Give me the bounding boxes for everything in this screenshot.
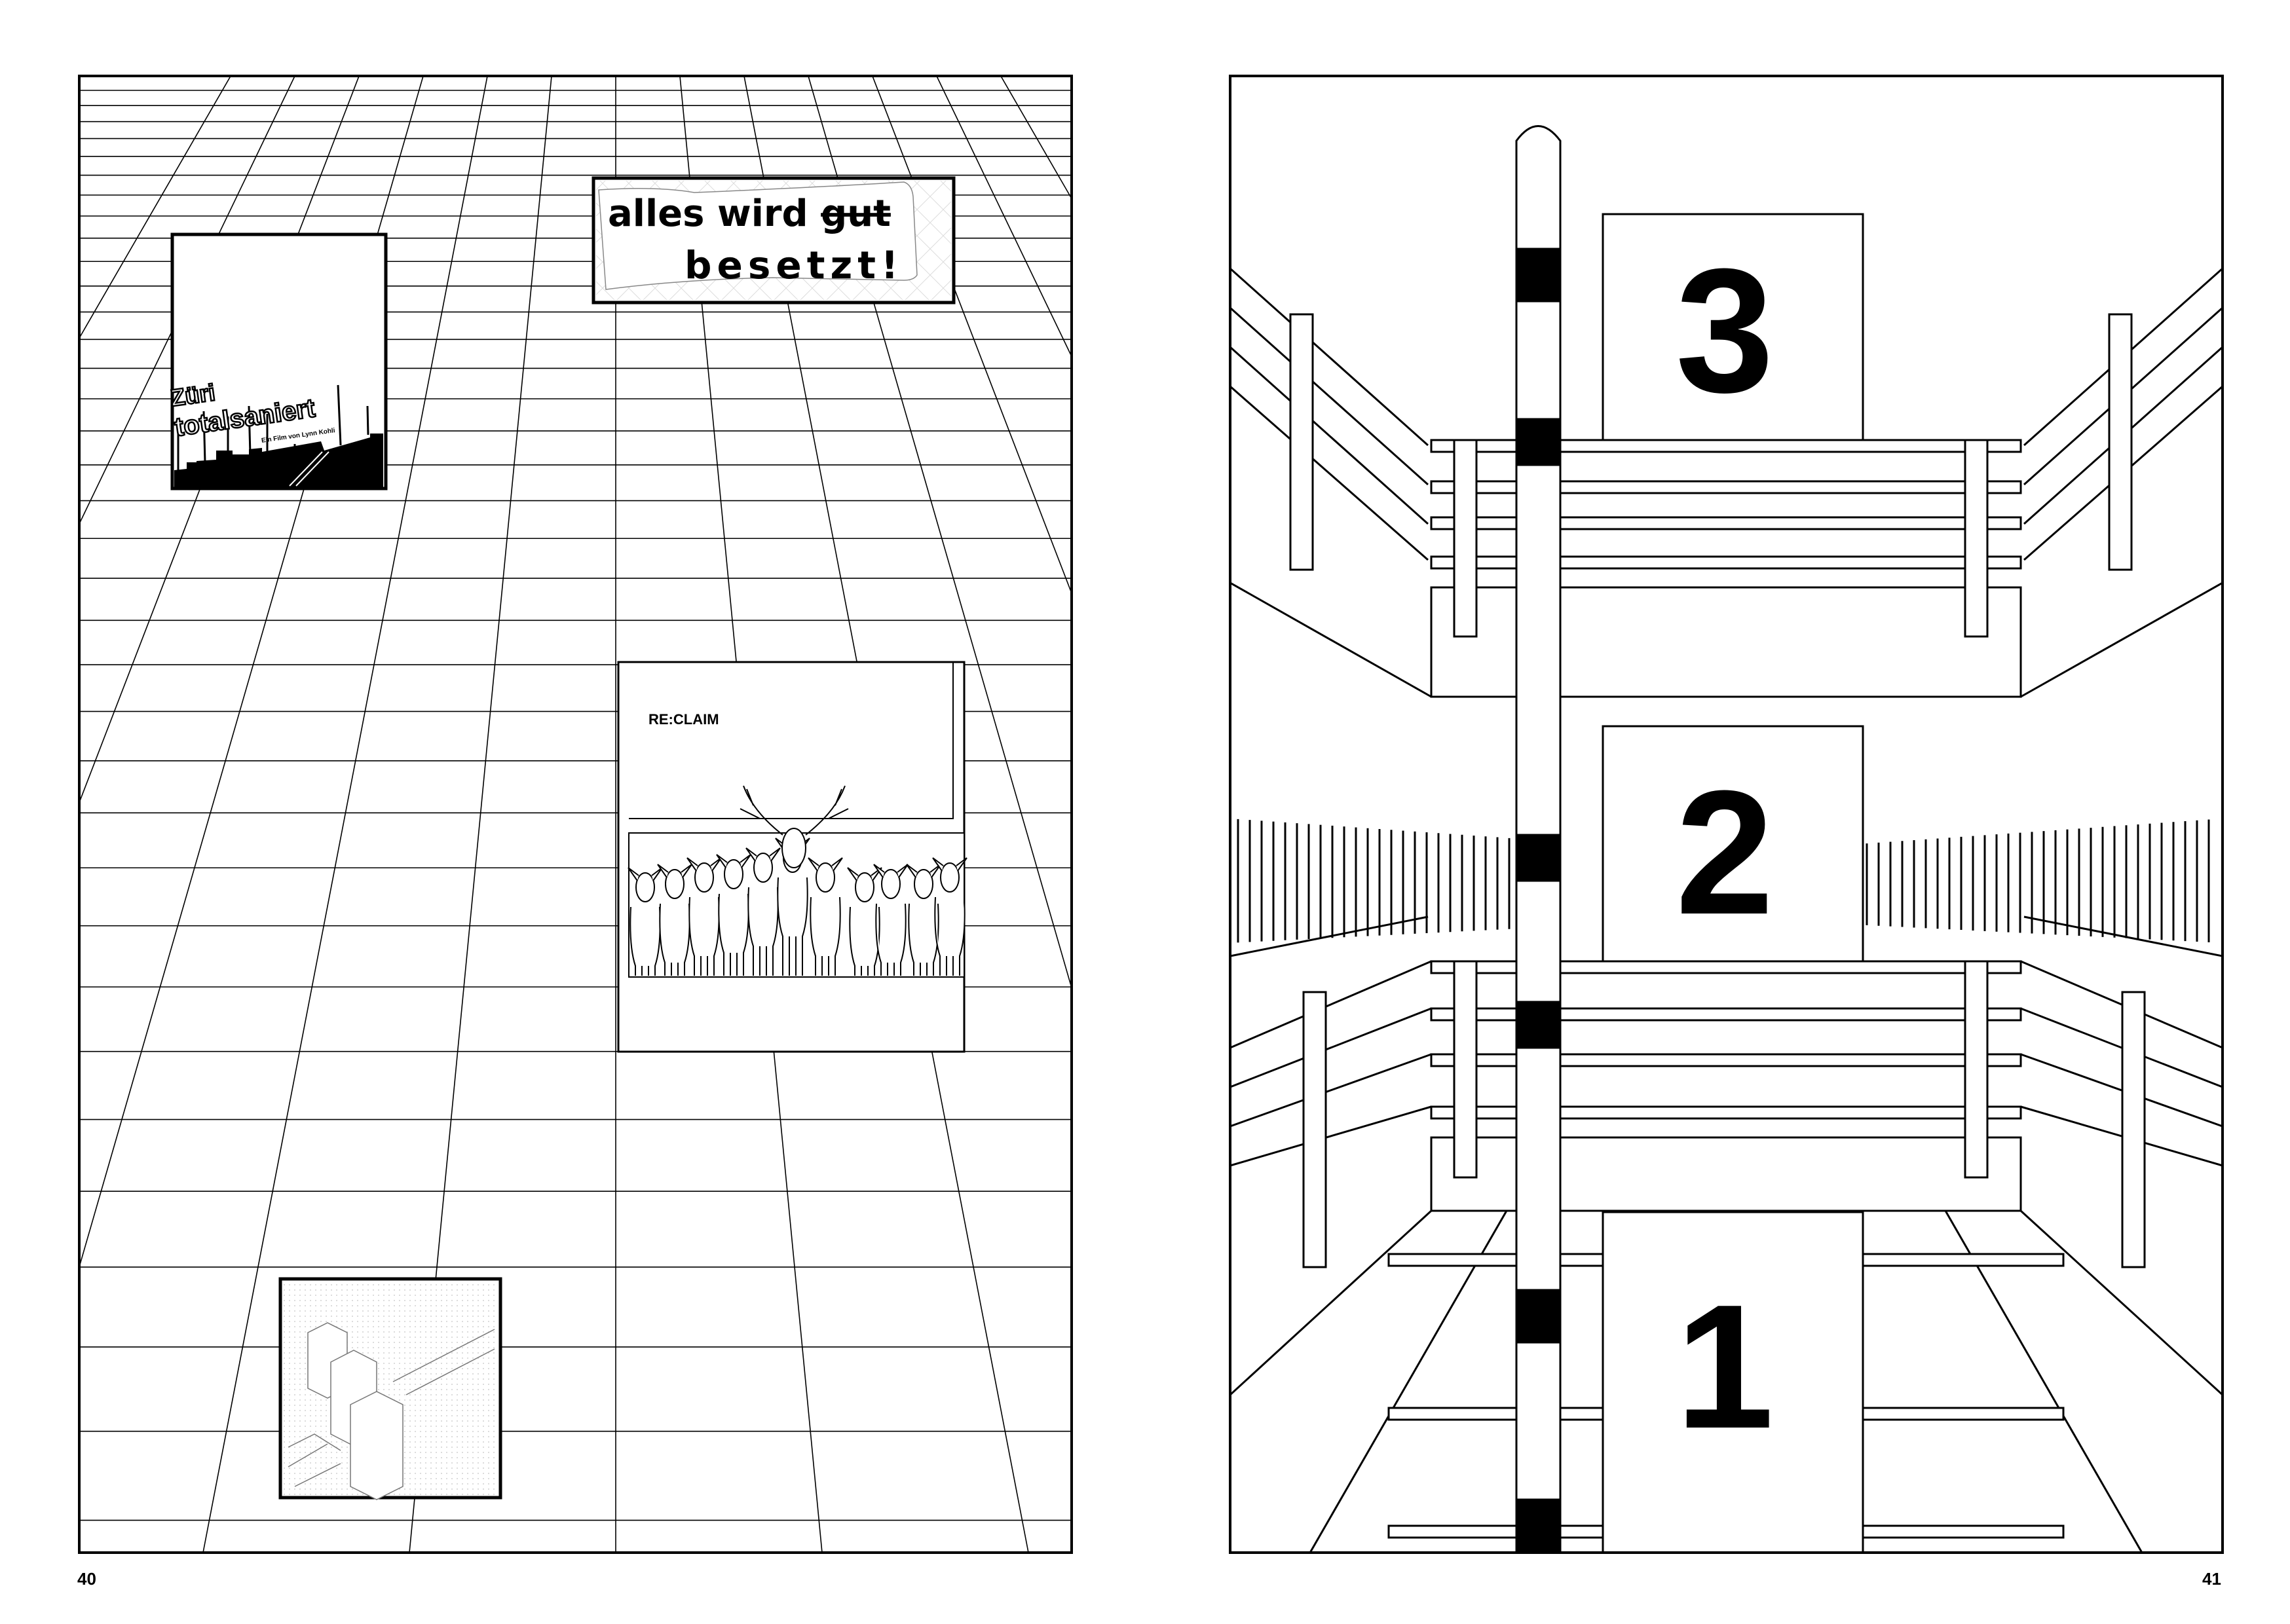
perspective-line [2020,581,2223,698]
parking-garage-illustration [1230,125,2223,1553]
pole-stripe [1515,1498,1562,1553]
banner-word-wird: wird [717,193,808,235]
sign-level-2 [1602,725,1864,963]
deer-ear [932,857,967,872]
perspective-line [1230,581,1432,698]
level-sign-3: 3 [1676,232,1774,430]
perspective-line [1230,346,1429,525]
deer-body [659,903,690,976]
railing-bar [1430,1053,2022,1067]
pole-stripe [1515,1001,1562,1049]
right-page-frame [1229,75,2224,1554]
railing-post [1453,439,1478,638]
right-page: 3 2 1 [1229,75,2224,1554]
perspective-line [1230,267,1429,447]
railing-post [2121,991,2146,1268]
railing-post [1302,991,1327,1268]
page-number-left: 40 [77,1569,96,1589]
railing-post [1964,960,1989,1179]
pole-stripe [1515,418,1562,466]
grid-line-vertical [872,76,1072,595]
grid-line-vertical [743,76,1029,1553]
deer-head [724,859,743,889]
banner-line2: besetzt! [685,243,903,287]
level-sign-1: 1 [1676,1268,1774,1466]
grid-line-vertical [79,76,296,525]
deer-body [747,887,779,976]
left-page: Züri totalsaniert Ein Film von Lynn Kohl… [78,75,1073,1554]
pole-stripe [1515,1289,1562,1344]
deer-head [753,853,773,883]
deer-ear [873,864,909,878]
banner-word-alles: alles [608,193,705,235]
city-silhouette [174,384,383,487]
deer-head [940,862,960,893]
railing-post [2108,313,2133,571]
perspective-line [1230,915,1429,957]
deer-head [816,862,835,893]
deer-body [688,896,720,976]
perspective-line [2023,915,2223,957]
railing-bar [1430,1105,2022,1120]
deer-head [665,869,685,899]
perspective-line [1230,385,1429,561]
grid-line-vertical [679,76,823,1553]
deer-head [914,869,933,899]
deer-ear [745,847,781,862]
deer-head [855,872,874,902]
grid-line-vertical [202,76,488,1553]
perspective-line [1230,1209,1433,1396]
deer-body [934,896,966,976]
stag-head [781,828,806,868]
railing-bar [1430,480,2022,494]
perspective-line [1944,1210,2143,1553]
deer-body [810,896,841,976]
left-page-frame [78,75,1073,1554]
poster-title-line1: Züri [169,378,217,411]
perspective-line [1230,1105,1432,1167]
deer-ear [847,867,882,881]
deer-body [629,906,661,976]
railing-post [1453,960,1478,1179]
perspective-line [1230,1007,1432,1088]
deer-body [777,877,808,976]
perspective-line [1230,1053,1432,1128]
deer-herd-illustration [628,785,967,976]
stag-antlers [740,785,849,836]
banner-alles-wird-besetzt: alles wird gut besetzt! [591,176,956,304]
banner-line1: alles wird gut [608,193,891,235]
deer-head [635,872,655,902]
poster-housing-blocks [278,1277,502,1500]
reclaim-title: RE:CLAIM [648,711,719,728]
deer-ear [808,857,843,872]
pole-stripe [1515,248,1562,303]
railing-bar [1430,555,2022,570]
railing-post [1964,439,1989,638]
perspective-line [1230,960,1432,1049]
pole-stripe [1515,834,1562,882]
level-sign-2: 2 [1676,754,1774,951]
page-number-right: 41 [2202,1569,2221,1589]
poster-zueri-totalsaniert: Züri totalsaniert Ein Film von Lynn Kohl… [168,232,388,490]
perspective-line [1309,1210,1508,1553]
railing-bar [1430,1007,2022,1022]
banner-struck-word: gut [821,193,891,235]
deer-head [694,862,714,893]
sign-level-3 [1602,213,1864,441]
poster-reclaim: RE:CLAIM [617,661,967,1053]
grid-line-vertical [409,76,552,1553]
deer-body [875,903,907,976]
perspective-line [2019,1209,2223,1396]
railing-post [1289,313,1314,571]
deer-head [881,869,901,899]
railing-bar [1430,516,2022,530]
perspective-line [1230,306,1429,486]
deer-body [718,893,749,976]
grid-line-vertical [808,76,1072,990]
sign-level-1 [1602,1211,1864,1553]
